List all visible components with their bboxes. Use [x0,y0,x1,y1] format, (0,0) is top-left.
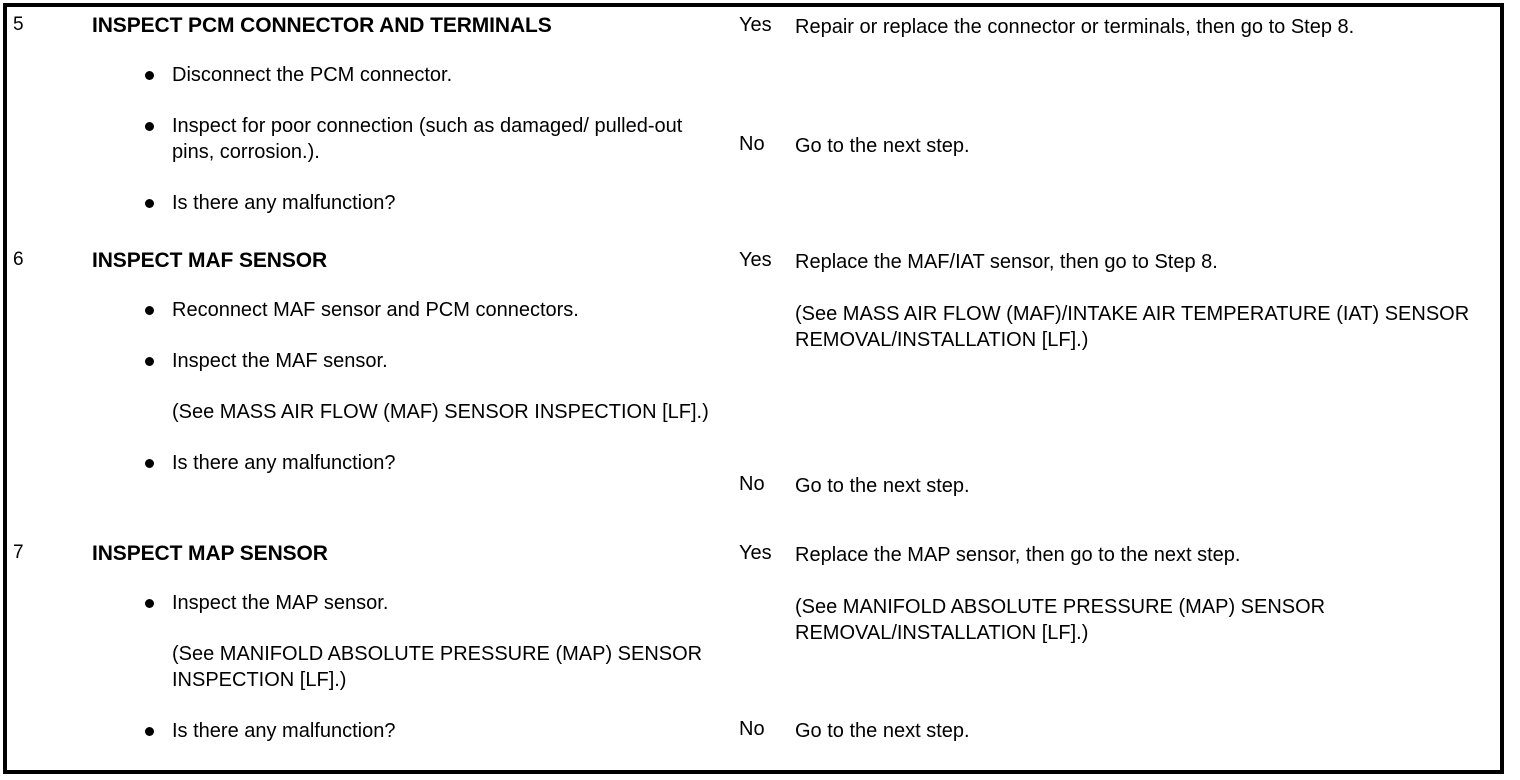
bullet-icon [145,71,154,81]
step-action-cell: INSPECT MAP SENSOR Inspect the MAP senso… [84,535,734,772]
reference-note: (See MASS AIR FLOW (MAF) SENSOR INSPECTI… [172,401,709,424]
step-action-cell: INSPECT PCM CONNECTOR AND TERMINALS Disc… [84,5,734,242]
bullet-icon [145,727,154,737]
decision-no-cell: No [734,126,786,242]
action-item-list: Disconnect the PCM connector. Inspect fo… [92,62,724,216]
list-item: Reconnect MAF sensor and PCM connectors. [92,297,724,323]
step-action-cell: INSPECT MAF SENSOR Reconnect MAF sensor … [84,242,734,535]
list-item-text: Disconnect the PCM connector. [172,64,453,87]
list-item: Disconnect the PCM connector. [92,62,724,88]
result-text: Replace the MAF/IAT sensor, then go to S… [795,251,1218,273]
result-yes-cell: Repair or replace the connector or termi… [786,5,1502,126]
table-row: 5 INSPECT PCM CONNECTOR AND TERMINALS Di… [5,5,1502,214]
list-item: Inspect the MAP sensor. [92,590,724,616]
step-number-cell: 6 [5,242,84,535]
diagnostic-procedure-table: 5 INSPECT PCM CONNECTOR AND TERMINALS Di… [3,3,1504,774]
table-row: No Go to the next step. [5,126,1502,242]
decision-label-no: No [739,473,765,495]
decision-yes-cell: Yes [734,5,786,126]
result-text: Go to the next step. [795,135,970,157]
action-item-list: Reconnect MAF sensor and PCM connectors.… [92,297,724,476]
list-item-text: Inspect the MAF sensor. [172,350,388,373]
step-number-cell: 7 [5,535,84,772]
decision-label-no: No [739,133,765,155]
decision-label-yes: Yes [739,14,772,36]
list-item-text: Reconnect MAF sensor and PCM connectors. [172,299,579,322]
decision-yes-cell: Yes [734,535,786,711]
bullet-icon [145,599,154,609]
result-text: Repair or replace the connector or termi… [795,16,1355,38]
table-row: No Go to the next step. [5,711,1502,772]
list-item: Is there any malfunction? [92,718,724,744]
result-no-cell: Go to the next step. [786,126,1502,242]
list-item-text: Is there any malfunction? [172,192,396,215]
step-number: 5 [13,14,24,35]
list-item: Is there any malfunction? [92,190,724,216]
bullet-icon [145,199,154,209]
result-text: Go to the next step. [795,720,970,742]
decision-label-yes: Yes [739,249,772,271]
table-row: 6 INSPECT MAF SENSOR Reconnect MAF senso… [5,242,1502,474]
decision-label-yes: Yes [739,542,772,564]
decision-no-cell: No [734,466,786,535]
result-no-cell: Go to the next step. [786,711,1502,772]
list-item-text: Inspect for poor connection (such as dam… [172,115,683,164]
list-item-text: Inspect the MAP sensor. [172,592,389,615]
step-number: 6 [13,249,24,270]
bullet-icon [145,357,154,367]
action-title: INSPECT MAP SENSOR [92,542,328,565]
list-item: Is there any malfunction? [92,450,724,476]
decision-label-no: No [739,718,765,740]
decision-no-cell: No [734,711,786,772]
step-number: 7 [13,542,24,563]
bullet-icon [145,306,154,316]
result-text: Go to the next step. [795,475,970,497]
list-item-text: Is there any malfunction? [172,720,396,743]
result-yes-cell: Replace the MAP sensor, then go to the n… [786,535,1502,711]
list-item: Inspect the MAF sensor. [92,348,724,374]
result-no-cell: Go to the next step. [786,466,1502,535]
list-item: Inspect for poor connection (such as dam… [92,113,724,165]
step-number-cell: 5 [5,5,84,242]
result-reference-note: (See MASS AIR FLOW (MAF)/INTAKE AIR TEMP… [795,303,1470,351]
decision-yes-cell: Yes [734,242,786,466]
action-item-list: Inspect the MAP sensor. (See MANIFOLD AB… [92,590,724,744]
list-item-text: Is there any malfunction? [172,452,396,475]
result-reference-note: (See MANIFOLD ABSOLUTE PRESSURE (MAP) SE… [795,596,1326,644]
reference-note: (See MANIFOLD ABSOLUTE PRESSURE (MAP) SE… [172,643,703,692]
table-row: 7 INSPECT MAP SENSOR Inspect the MAP sen… [5,535,1502,742]
result-text: Replace the MAP sensor, then go to the n… [795,544,1241,566]
table-row: No Go to the next step. [5,466,1502,535]
result-yes-cell: Replace the MAF/IAT sensor, then go to S… [786,242,1502,466]
action-title: INSPECT PCM CONNECTOR AND TERMINALS [92,14,552,37]
action-title: INSPECT MAF SENSOR [92,249,328,272]
bullet-icon [145,459,154,469]
bullet-icon [145,122,154,132]
